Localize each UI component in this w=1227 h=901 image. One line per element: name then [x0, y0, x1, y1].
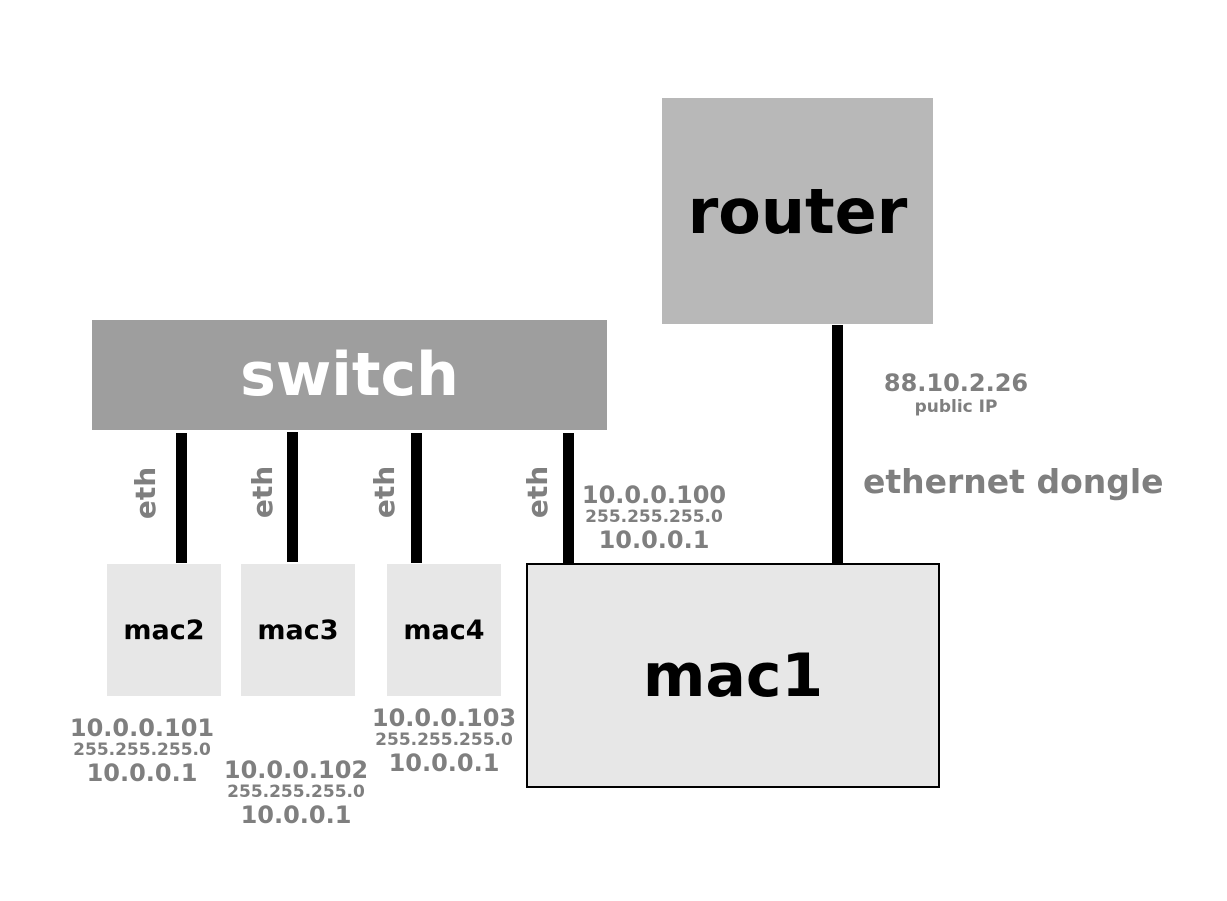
mac2-node: mac2 — [107, 564, 221, 696]
router-public-ip: 88.10.2.26 — [883, 369, 1029, 397]
mac2-ip: 10.0.0.101 — [69, 714, 215, 742]
wire-switch-mac1 — [563, 433, 574, 564]
mac1-node: mac1 — [526, 563, 940, 788]
mac1-ip: 10.0.0.100 — [581, 481, 727, 509]
eth-label-mac2: eth — [129, 466, 162, 520]
mac4-node: mac4 — [387, 564, 501, 696]
ethernet-dongle-label: ethernet dongle — [863, 462, 1164, 501]
router-node: router — [662, 98, 933, 324]
mac2-gateway: 10.0.0.1 — [86, 759, 198, 787]
mac2-netmask: 255.255.255.0 — [73, 740, 211, 760]
mac4-netmask: 255.255.255.0 — [375, 730, 513, 750]
mac3-address: 10.0.0.102 255.255.255.0 10.0.0.1 — [214, 758, 378, 827]
mac3-node: mac3 — [241, 564, 355, 696]
switch-label: switch — [240, 340, 459, 410]
mac4-address: 10.0.0.103 255.255.255.0 10.0.0.1 — [362, 706, 526, 775]
mac1-netmask: 255.255.255.0 — [585, 507, 723, 527]
eth-label-mac3: eth — [246, 465, 279, 519]
mac3-label: mac3 — [257, 614, 339, 646]
mac4-gateway: 10.0.0.1 — [388, 749, 500, 777]
mac1-gateway: 10.0.0.1 — [598, 526, 710, 554]
wire-switch-mac4 — [411, 433, 422, 563]
wire-switch-mac2 — [176, 433, 187, 563]
switch-node: switch — [92, 320, 607, 430]
router-ip-block: 88.10.2.26 public IP — [870, 371, 1042, 418]
wire-router-mac1 — [832, 325, 843, 564]
mac1-address: 10.0.0.100 255.255.255.0 10.0.0.1 — [572, 483, 736, 552]
mac3-ip: 10.0.0.102 — [223, 756, 369, 784]
mac2-address: 10.0.0.101 255.255.255.0 10.0.0.1 — [60, 716, 224, 785]
eth-label-mac4: eth — [368, 465, 401, 519]
mac3-netmask: 255.255.255.0 — [227, 782, 365, 802]
mac4-label: mac4 — [403, 614, 485, 646]
mac2-label: mac2 — [123, 614, 205, 646]
mac3-gateway: 10.0.0.1 — [240, 801, 352, 829]
eth-label-mac1: eth — [521, 465, 554, 519]
router-label: router — [687, 174, 908, 248]
mac1-label: mac1 — [642, 640, 824, 711]
router-public-ip-caption: public IP — [914, 397, 998, 417]
mac4-ip: 10.0.0.103 — [371, 704, 517, 732]
wire-switch-mac3 — [287, 432, 298, 562]
